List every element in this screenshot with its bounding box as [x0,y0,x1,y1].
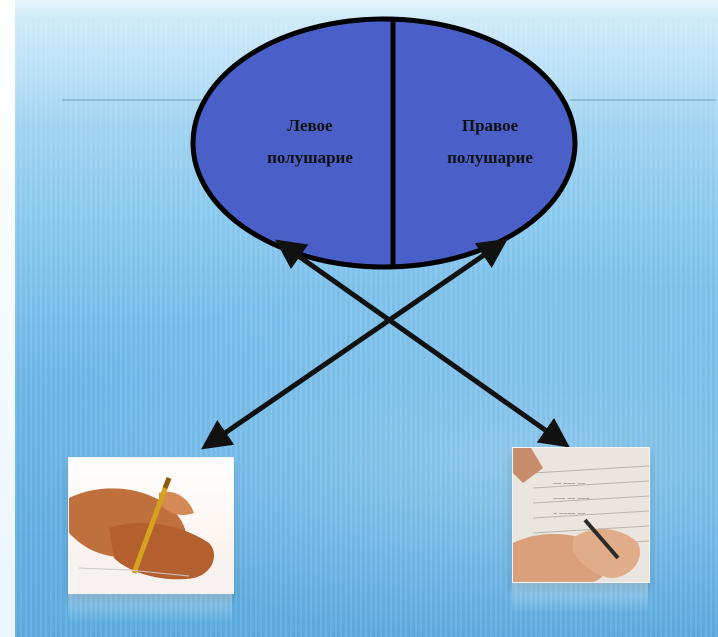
left-hand-illustration-icon [69,477,233,593]
right-hand-illustration-icon: ~~ ~~~ ~~ ~~~ ~~ ~~~ ~ ~~~~ ~~ [513,448,649,582]
left-hand-writing-image [68,457,234,594]
top-decorative-band [0,0,718,22]
arrow-left-hemisphere-to-right-hand [275,239,570,448]
right-image-reflection [512,583,648,613]
right-hemisphere-label-line2: полушарие [447,148,533,167]
left-decorative-strip [0,0,15,637]
svg-text:~~~ ~~ ~~~: ~~~ ~~ ~~~ [553,496,590,503]
right-hemisphere-label-line1: Правое [462,116,519,135]
right-hand-writing-image: ~~ ~~~ ~~ ~~~ ~~ ~~~ ~ ~~~~ ~~ [512,447,650,583]
brain-ellipse [190,16,578,270]
svg-text:~~ ~~~ ~~: ~~ ~~~ ~~ [553,481,586,488]
left-hemisphere-label-line2: полушарие [267,148,353,167]
arrow-right-hemisphere-to-left-hand [201,238,508,450]
left-image-reflection [68,594,232,624]
left-hemisphere-label-line1: Левое [287,116,333,135]
svg-text:~ ~~~~ ~~: ~ ~~~~ ~~ [553,511,586,518]
